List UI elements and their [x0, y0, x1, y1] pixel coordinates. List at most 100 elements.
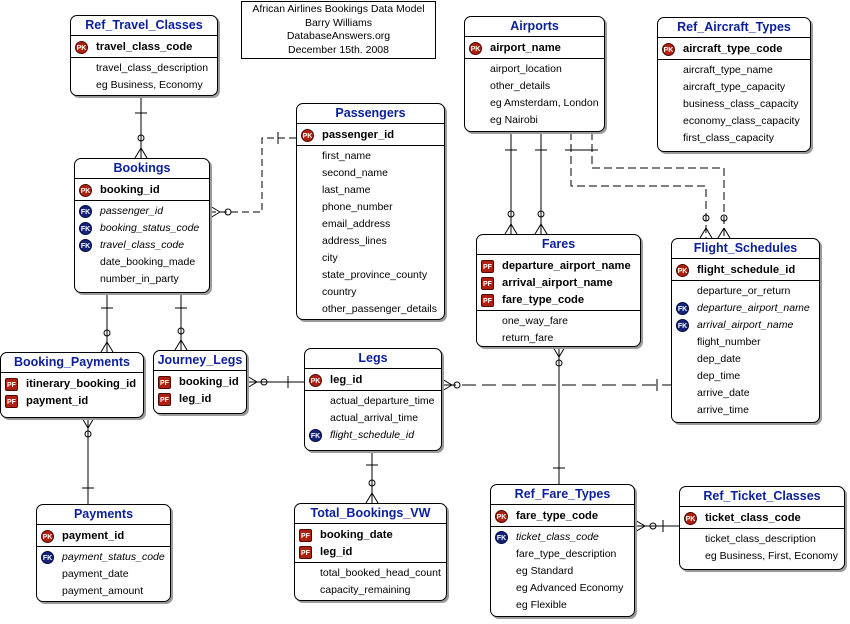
attribute-name: other_details [490, 80, 551, 92]
attribute-row: eg Business, First, Economy [684, 548, 840, 565]
attribute-name: airport_location [490, 63, 562, 75]
rel-legs-total-bookings [365, 451, 379, 504]
attribute-row: other_passenger_details [301, 301, 440, 318]
fk-key-icon: FK [41, 551, 54, 564]
entity-title: Fares [477, 235, 640, 255]
attribute-row: eg Nairobi [469, 112, 600, 129]
rel-airports-flight-schedules [565, 132, 731, 239]
attribute-name: first_class_capacity [683, 132, 775, 144]
attribute-name: eg Amsterdam, London [490, 97, 599, 109]
attribute-row: one_way_fare [481, 313, 636, 330]
entity-title: Legs [305, 349, 441, 369]
attribute-row: date_booking_made [79, 254, 205, 271]
pk-key-icon: PK [75, 41, 88, 54]
attribute-row: arrive_time [676, 402, 815, 419]
attribute-name: payment_amount [62, 585, 144, 597]
attribute-name: capacity_remaining [320, 584, 411, 596]
pf-key-icon: PF [481, 294, 494, 307]
attribute-row: eg Standard [495, 563, 630, 580]
attribute-row: ticket_class_description [684, 531, 840, 548]
entity-title: Airports [465, 17, 604, 37]
attribute-row: PK airport_name [469, 40, 600, 57]
key-separator [465, 58, 604, 59]
attribute-name: dep_time [697, 370, 741, 382]
attribute-row: PK travel_class_code [75, 39, 213, 56]
key-separator [71, 57, 217, 58]
attribute-row: aircraft_type_capacity [662, 79, 806, 96]
entity-title: Ref_Travel_Classes [71, 16, 217, 36]
attribute-name: fare_type_description [516, 548, 617, 560]
attribute-name: return_fare [502, 332, 554, 344]
pf-key-icon: PF [5, 395, 18, 408]
key-separator [680, 528, 844, 529]
attribute-name: aircraft_type_capacity [683, 81, 786, 93]
rel-ticket-classes-fare-types [634, 519, 679, 533]
attribute-name: booking_date [320, 529, 393, 541]
attribute-name: aircraft_type_name [683, 64, 773, 76]
rel-fare-types-fares [552, 346, 566, 484]
attribute-name: payment_id [62, 530, 125, 542]
entity-title: Booking_Payments [1, 353, 143, 373]
attribute-row: other_details [469, 78, 600, 95]
pk-key-icon: PK [469, 42, 482, 55]
pf-key-icon: PF [299, 529, 312, 542]
attribute-row: eg Advanced Economy [495, 580, 630, 597]
pk-key-icon: PK [662, 43, 675, 56]
attribute-name: travel_class_code [96, 41, 193, 53]
attribute-row: PF booking_date [299, 527, 442, 544]
rel-payments-booking-payments [81, 417, 95, 504]
key-separator [297, 145, 444, 146]
rel-bookings-booking-payments [100, 293, 114, 353]
attribute-name: travel_class_code [100, 239, 185, 251]
attribute-name: eg Nairobi [490, 114, 538, 126]
attribute-name: actual_departure_time [330, 395, 435, 407]
attribute-name: airport_name [490, 42, 561, 54]
attribute-row: state_province_county [301, 267, 440, 284]
attribute-row: fare_type_description [495, 546, 630, 563]
pf-key-icon: PF [299, 546, 312, 559]
pk-key-icon: PK [301, 129, 314, 142]
entity-title: Ref_Ticket_Classes [680, 487, 844, 507]
key-separator [295, 562, 446, 563]
attribute-name: departure_airport_name [697, 302, 810, 314]
attribute-row: dep_date [676, 351, 815, 368]
key-separator [658, 59, 810, 60]
key-separator [477, 310, 640, 311]
attribute-row: flight_number [676, 334, 815, 351]
attribute-name: flight_schedule_id [697, 264, 796, 276]
attribute-name: arrival_airport_name [697, 319, 794, 331]
attribute-row: total_booked_head_count [299, 565, 442, 582]
pf-key-icon: PF [481, 277, 494, 290]
pf-key-icon: PF [158, 393, 171, 406]
attribute-name: passenger_id [100, 205, 164, 217]
key-separator [75, 200, 209, 201]
attribute-name: flight_number [697, 336, 761, 348]
attribute-row: email_address [301, 216, 440, 233]
